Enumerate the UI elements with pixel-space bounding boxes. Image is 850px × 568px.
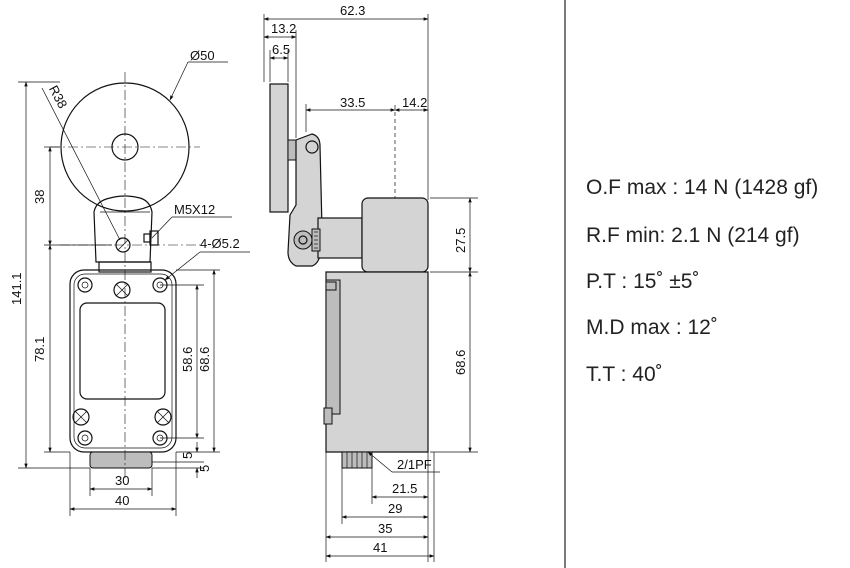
side-clamp-screw <box>293 228 321 252</box>
spec-movement-differential: M.D max : 12˚ <box>586 316 718 339</box>
spec-pretravel: P.T : 15˚ ±5˚ <box>586 270 699 293</box>
dim-side-width-14: 14.2 <box>402 95 427 110</box>
dim-front-thread-m5x12: M5X12 <box>174 202 215 217</box>
side-view: 62.3 13.2 6.5 33.5 14.2 27.5 68.6 2/1PF <box>263 3 478 562</box>
dim-side-width-6: 6.5 <box>272 42 290 57</box>
dim-front-height-141: 141.1 <box>9 272 24 305</box>
dim-front-width-40: 40 <box>115 493 129 508</box>
front-cover-screw-top <box>113 281 131 299</box>
dim-front-diameter-50: Ø50 <box>190 48 215 63</box>
dim-front-height-78: 78.1 <box>32 337 47 362</box>
front-mount-screw-bl <box>77 430 93 446</box>
dim-side-height-27: 27.5 <box>453 228 468 253</box>
side-switch-head <box>361 197 429 273</box>
dim-front-height-58: 58.6 <box>180 347 195 372</box>
dim-side-width-35: 35 <box>378 521 392 536</box>
side-switch-body <box>325 271 429 453</box>
spec-list: O.F max : 14 N (1428 gf) R.F min: 2.1 N … <box>586 176 818 386</box>
dim-front-height-68: 68.6 <box>197 347 212 372</box>
dim-side-width-41: 41 <box>373 540 387 555</box>
dim-side-width-13: 13.2 <box>271 21 296 36</box>
dim-side-height-68: 68.6 <box>453 350 468 375</box>
dim-side-width-21: 21.5 <box>392 481 417 496</box>
spec-release-force: R.F min: 2.1 N (214 gf) <box>586 224 800 247</box>
dim-side-width-33: 33.5 <box>340 95 365 110</box>
front-cover-plate <box>79 302 166 400</box>
spec-total-travel: T.T : 40˚ <box>586 363 663 386</box>
front-mount-screw-tl <box>77 277 93 293</box>
dim-side-conduit-pf: 2/1PF <box>397 457 432 472</box>
front-lever-arm <box>93 195 153 263</box>
dim-front-step-5a: 5 <box>180 452 195 459</box>
side-roller <box>269 83 289 213</box>
dim-front-width-30: 30 <box>115 473 129 488</box>
dim-side-width-62: 62.3 <box>340 3 365 18</box>
front-conduit-entry <box>89 451 153 469</box>
dim-front-step-5b: 5 <box>197 465 212 472</box>
spec-operating-force: O.F max : 14 N (1428 gf) <box>586 176 818 199</box>
front-cover-screw-left <box>72 408 90 426</box>
front-view: Ø50 R38 M5X12 4-Ø5.2 141.1 38 78.1 58.6 <box>9 48 250 516</box>
dim-front-height-38: 38 <box>32 190 47 204</box>
dim-front-radius-38: R38 <box>46 83 70 111</box>
dim-front-holes: 4-Ø5.2 <box>200 236 240 251</box>
dim-side-width-29: 29 <box>388 501 402 516</box>
front-cover-screw-right <box>154 408 172 426</box>
